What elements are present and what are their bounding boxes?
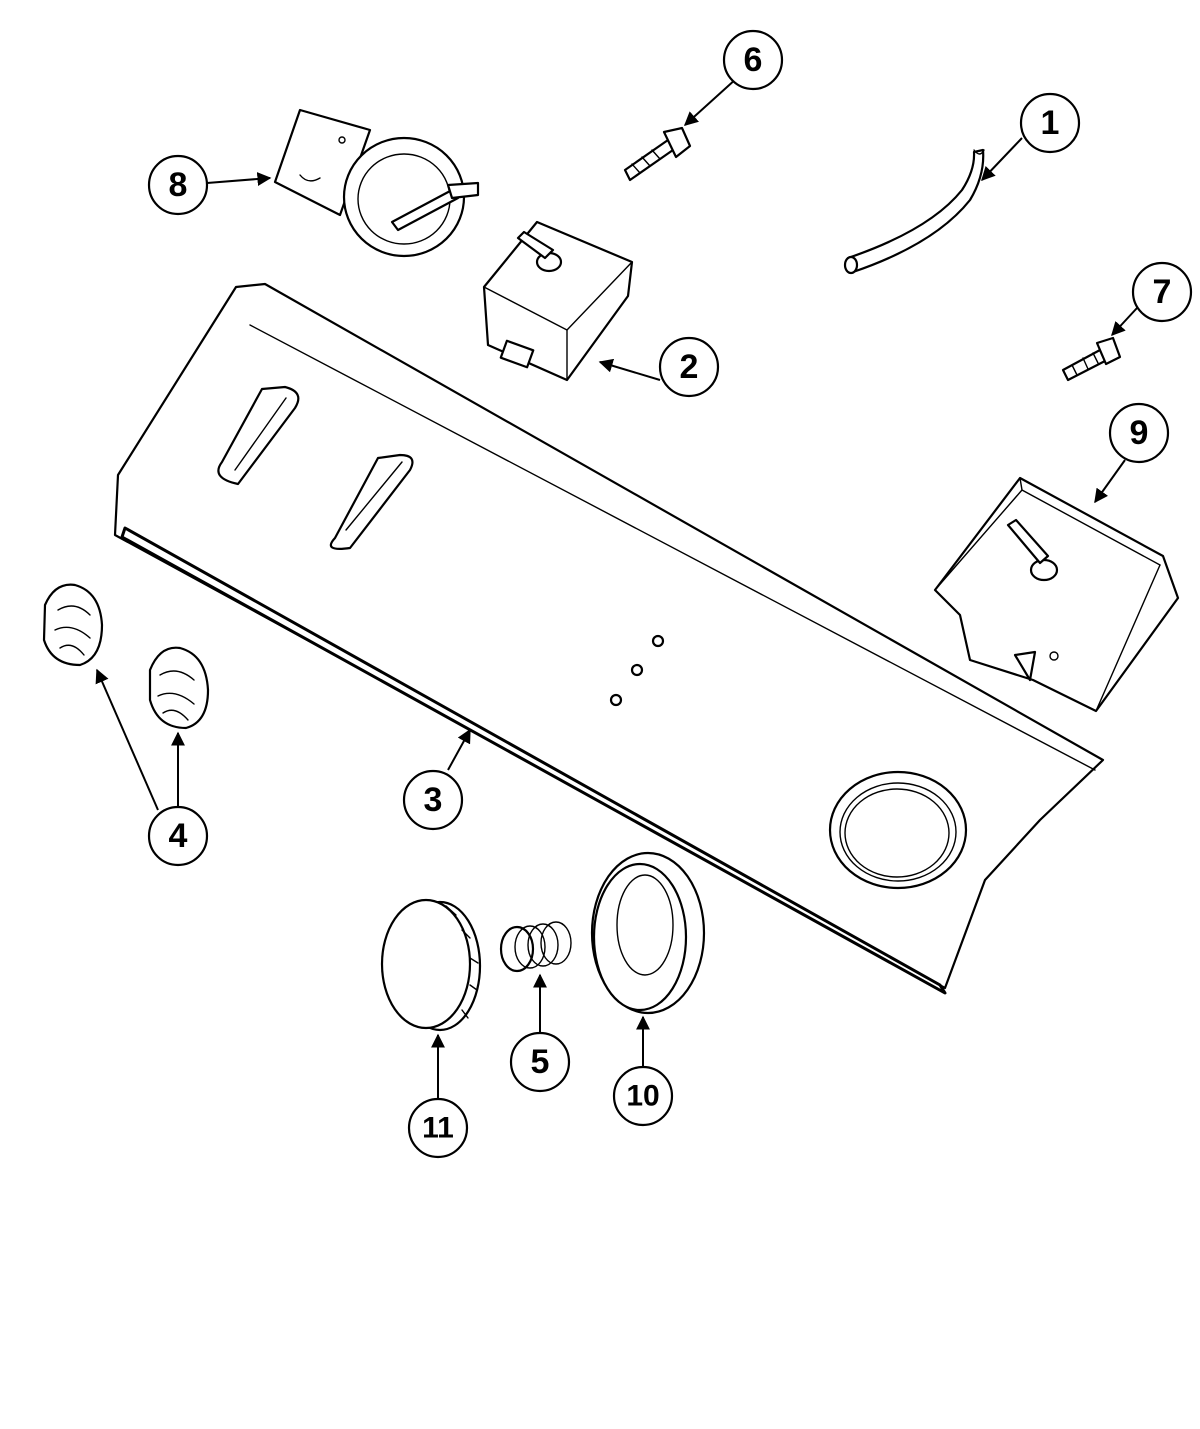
- callout-label: 3: [424, 781, 443, 819]
- hose-part: [843, 148, 985, 275]
- callout-label: 5: [531, 1043, 550, 1081]
- panel-slot-left: [217, 385, 300, 486]
- panel-round-opening: [828, 770, 968, 890]
- knob-part-4a: [42, 583, 104, 667]
- bezel-part-10: [590, 851, 706, 1015]
- callout-11: 11: [407, 1097, 469, 1159]
- callout-label: 6: [744, 41, 763, 79]
- timer-part: [273, 108, 480, 258]
- screw-part-7: [1061, 336, 1122, 382]
- callout-label: 1: [1041, 104, 1060, 142]
- callout-label: 4: [169, 817, 188, 855]
- indicator-hole: [609, 693, 623, 707]
- indicator-hole: [630, 663, 644, 677]
- callout-5: 5: [509, 1031, 571, 1093]
- callout-label: 2: [680, 348, 699, 386]
- spring-part-5: [499, 921, 572, 973]
- callout-1: 1: [1019, 92, 1081, 154]
- indicator-hole: [651, 634, 665, 648]
- panel-slot-middle: [329, 453, 414, 550]
- callout-label: 7: [1153, 273, 1172, 311]
- screw-part-6: [623, 126, 692, 182]
- callout-label: 11: [422, 1112, 454, 1145]
- cap-part-11: [380, 898, 482, 1032]
- control-panel-part: [113, 282, 1105, 995]
- switch-part-2: [482, 220, 634, 382]
- knob-part-4b: [148, 646, 210, 730]
- callout-label: 9: [1130, 414, 1149, 452]
- callout-label: 10: [626, 1080, 659, 1113]
- callout-7: 7: [1131, 261, 1193, 323]
- callout-label: 8: [169, 166, 188, 204]
- callout-10: 10: [612, 1065, 674, 1127]
- leader-lines: [95, 77, 1138, 1100]
- callout-4: 4: [147, 805, 209, 867]
- switch-part-9: [933, 476, 1180, 713]
- callout-3: 3: [402, 769, 464, 831]
- callout-8: 8: [147, 154, 209, 216]
- callout-9: 9: [1108, 402, 1170, 464]
- callout-2: 2: [658, 336, 720, 398]
- callout-6: 6: [722, 29, 784, 91]
